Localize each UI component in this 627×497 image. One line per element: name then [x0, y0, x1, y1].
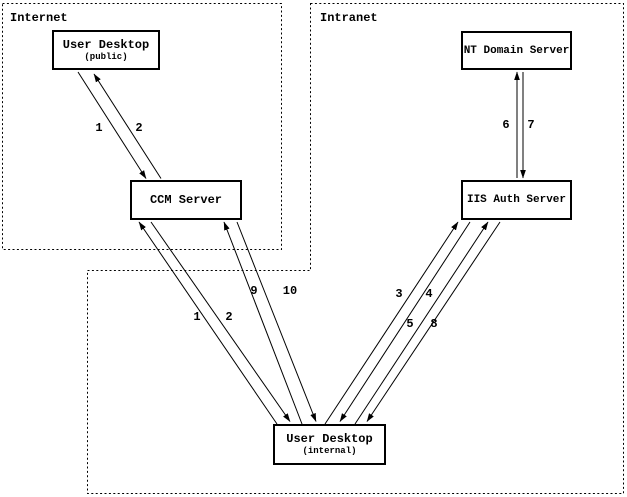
node-iis-auth-server: IIS Auth Server — [461, 180, 572, 220]
region-label-intranet: Intranet — [320, 11, 378, 25]
node-title: IIS Auth Server — [466, 194, 567, 206]
edge-internal-desktop-to-ccm-9 — [223, 221, 303, 425]
edge-label-2-internal: 2 — [225, 310, 232, 324]
region-intranet-outline — [87, 3, 624, 494]
node-subtitle: (internal) — [302, 446, 357, 456]
edge-internal-desktop-to-iis-5 — [354, 221, 489, 425]
edge-label-10: 10 — [283, 284, 297, 298]
node-title: CCM Server — [149, 193, 222, 207]
edge-label-4: 4 — [425, 287, 432, 301]
region-label-internet: Internet — [10, 11, 68, 25]
edge-label-1-public: 1 — [95, 121, 102, 135]
edge-ccm-to-internal-desktop-10 — [236, 221, 317, 422]
edge-label-8: 8 — [430, 317, 437, 331]
edge-ccm-to-public-desktop — [93, 73, 162, 179]
node-title: User Desktop — [286, 432, 373, 446]
edge-label-5: 5 — [406, 317, 413, 331]
edge-internal-desktop-to-ccm-1 — [138, 221, 278, 425]
edge-internal-desktop-to-iis-3 — [324, 221, 459, 425]
edge-label-1-internal: 1 — [193, 310, 200, 324]
edge-label-3: 3 — [395, 287, 402, 301]
edge-label-6: 6 — [502, 118, 509, 132]
edge-label-9: 9 — [250, 284, 257, 298]
node-user-desktop-internal: User Desktop (internal) — [273, 424, 386, 465]
node-ccm-server: CCM Server — [130, 180, 242, 220]
node-user-desktop-public: User Desktop (public) — [52, 30, 160, 70]
edge-ccm-to-internal-desktop-2 — [150, 221, 291, 422]
edge-iis-to-internal-desktop-4 — [339, 221, 471, 422]
edge-label-7: 7 — [527, 118, 534, 132]
node-subtitle: (public) — [84, 51, 128, 62]
node-title: User Desktop — [62, 37, 150, 52]
region-internet-outline — [2, 3, 282, 250]
edge-public-desktop-to-ccm — [77, 71, 147, 179]
node-nt-domain-server: NT Domain Server — [461, 31, 572, 70]
node-title: NT Domain Server — [463, 44, 570, 57]
edge-label-2-public: 2 — [135, 121, 142, 135]
edge-iis-to-internal-desktop-8 — [366, 221, 501, 422]
